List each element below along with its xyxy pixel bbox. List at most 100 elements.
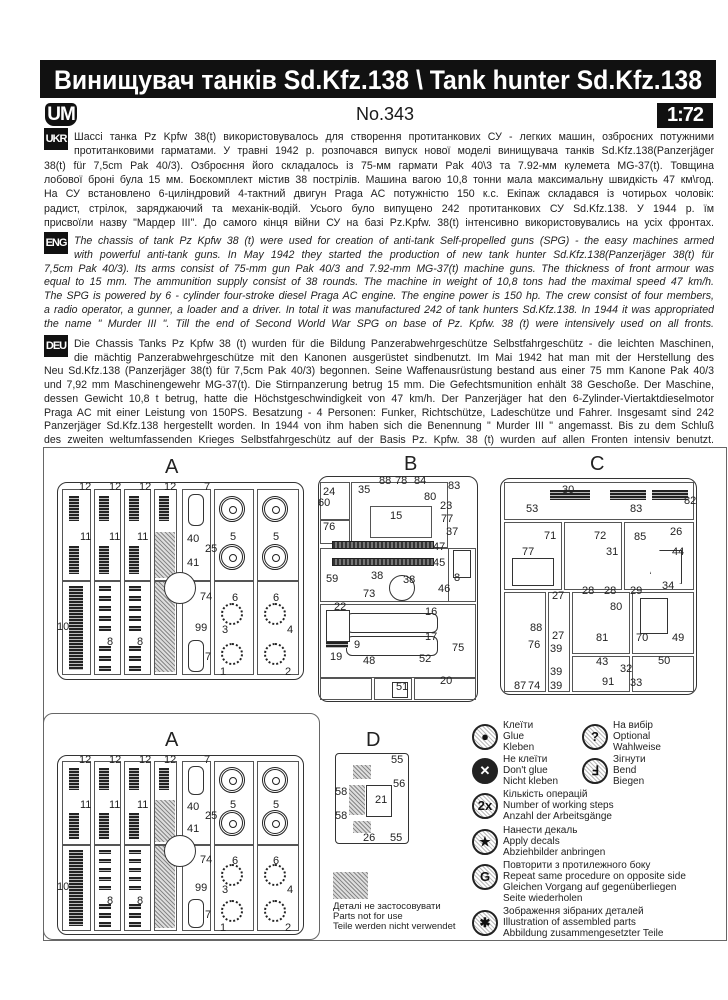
track-link	[99, 586, 111, 591]
legend-text: Bend	[613, 765, 637, 776]
part-number-label: 6	[232, 854, 239, 867]
sprue-cell	[504, 592, 546, 692]
part-number-label: 75	[452, 642, 465, 654]
part-number-label: 30	[562, 484, 575, 496]
part-number-label: 5	[273, 531, 280, 543]
track-link	[99, 867, 111, 873]
part-number-label: 8	[454, 572, 461, 584]
part-number-label: 53	[526, 503, 539, 515]
track-link	[99, 626, 111, 631]
part-number-label: 15	[390, 510, 403, 522]
track-link	[129, 876, 141, 882]
track-link	[129, 586, 141, 591]
sprue-cell	[504, 482, 694, 520]
part-number-label: 76	[323, 521, 336, 533]
part-number-label: 59	[326, 573, 339, 585]
track-link	[129, 885, 141, 891]
sprue-cell	[94, 489, 121, 581]
sprue-runner	[318, 476, 478, 702]
pe-fret-part	[353, 821, 371, 833]
paragraph-line: Praga AC mit einer Leistung von 150PS. B…	[44, 406, 714, 419]
part-number-label: 28	[604, 585, 617, 597]
sprue-cell	[124, 761, 151, 846]
plate-part	[640, 598, 668, 634]
legend-text: Kleben	[503, 742, 535, 753]
sprue-cell	[257, 845, 299, 931]
legend-text: Wahlweise	[613, 742, 661, 753]
part-number-label: 27	[552, 590, 565, 602]
flash-area	[155, 532, 175, 578]
part-number-label: 35	[358, 484, 371, 496]
paragraph-line: лобової броні була 15 мм. Боєкомплект мі…	[44, 173, 714, 186]
dont-glue-icon: ✕	[472, 758, 498, 784]
part-number-label: 8	[107, 636, 114, 648]
track-part	[129, 496, 139, 521]
track-part	[69, 767, 79, 791]
legend-text: Apply decals	[503, 836, 560, 847]
sprue-cell	[632, 592, 694, 654]
part-number-label: 21	[375, 794, 388, 806]
track-rail	[332, 541, 434, 549]
track-link	[129, 666, 141, 671]
sprue-diagram-frame	[43, 447, 727, 941]
paragraph-line: the name " Murder III ". Till the end of…	[44, 317, 714, 330]
road-wheel	[219, 810, 245, 837]
sprue-cell	[320, 482, 350, 520]
part-number-label: 3	[222, 624, 229, 636]
paragraph-line: протитанковими гарматами. У травні 1942 …	[74, 145, 714, 158]
part-number-label: 12	[79, 481, 92, 493]
legend-text: Зігнути	[613, 754, 646, 765]
unused-note-deu: Teile werden nicht verwendet	[333, 921, 456, 932]
unused-parts-swatch	[333, 872, 368, 899]
part-number-label: 87	[514, 680, 527, 692]
sprocket-wheel	[221, 603, 243, 625]
part-number-label: 38	[371, 570, 384, 582]
track-part	[129, 767, 139, 791]
lang-badge-eng: ENG	[44, 232, 68, 254]
part-number-label: 77	[522, 546, 535, 558]
track-link	[99, 904, 111, 909]
sprue-cell	[374, 678, 412, 700]
track-part	[69, 496, 79, 521]
part-number-label: 91	[602, 676, 615, 688]
pe-fret-part	[353, 765, 371, 779]
part-number-label: 55	[391, 754, 404, 766]
grille-part	[326, 642, 348, 648]
sprue-gate-hole	[389, 575, 415, 601]
sprue-cell	[124, 489, 151, 581]
part-number-label: 12	[79, 754, 92, 766]
pe-fret-part	[349, 785, 365, 815]
idler-part	[188, 494, 204, 526]
part-number-label: 99	[195, 882, 208, 895]
flash-area	[155, 582, 175, 672]
track-link	[129, 913, 141, 918]
legend-text: Glue	[503, 731, 525, 742]
sprue-cell	[62, 845, 91, 931]
part-number-label: 27	[552, 630, 565, 642]
sprocket-wheel	[221, 864, 243, 886]
part-number-label: 12	[109, 754, 122, 766]
part-number-label: 31	[606, 546, 619, 558]
part-number-label: 28	[582, 585, 595, 597]
part-number-label: 25	[205, 543, 218, 555]
part-number-label: 78	[395, 475, 408, 487]
legend-text: Зображення зібраних деталей	[503, 906, 644, 917]
track-link	[99, 858, 111, 864]
unused-note-eng: Parts not for use	[333, 911, 403, 922]
part-number-label: 26	[363, 832, 376, 844]
part-number-label: 45	[433, 557, 446, 569]
part-number-label: 4	[287, 624, 294, 636]
opposite-side-icon: G	[472, 864, 498, 890]
paragraph-line: 7,5cm Pak 40/3). Its arms consist of 75-…	[44, 262, 714, 275]
sprue-cell	[214, 489, 254, 581]
track-link	[129, 596, 141, 601]
part-number-label: 17	[425, 631, 438, 643]
part-number-label: 49	[672, 632, 685, 644]
part-number-label: 56	[393, 778, 406, 790]
track-link	[129, 867, 141, 873]
track-part	[99, 496, 109, 521]
part-number-label: 12	[139, 481, 152, 493]
track-part	[99, 546, 109, 574]
